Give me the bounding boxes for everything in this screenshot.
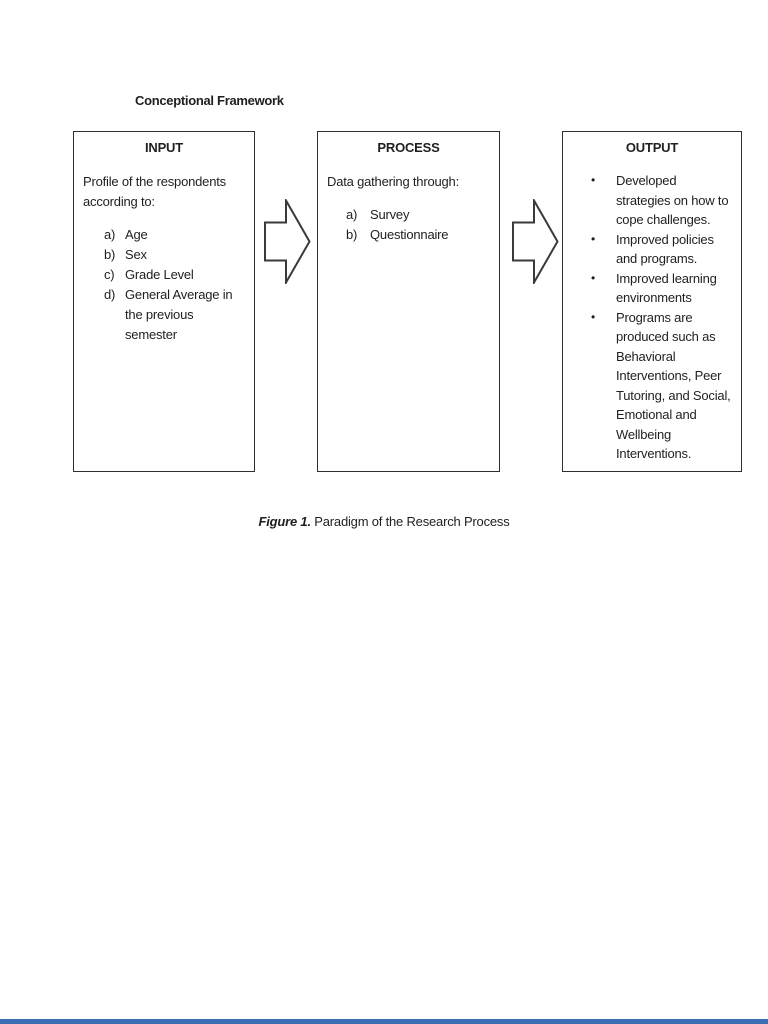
list-item: a) Survey — [326, 205, 491, 225]
figure-caption-label: Figure 1. — [258, 514, 312, 529]
bullet-item: • Developed strategies on how to cope ch… — [571, 171, 733, 230]
list-item: a) Age — [82, 225, 246, 245]
bullet-item-text: Programs are produced such as Behavioral… — [616, 309, 731, 462]
list-item-text: General Average in the previous semester — [125, 287, 233, 342]
input-box-intro: Profile of the respondents according to: — [83, 174, 226, 209]
process-box-title: PROCESS — [377, 140, 440, 155]
list-item-text: Age — [125, 227, 148, 242]
flow-arrow-icon — [512, 199, 559, 284]
bottom-accent-bar — [0, 1019, 768, 1024]
input-box-list: a) Age b) Sex c) Grade Level d) General … — [82, 225, 246, 345]
page-title: Conceptional Framework — [135, 93, 284, 108]
output-box: OUTPUT • Developed strategies on how to … — [562, 131, 742, 472]
figure-caption-text: Paradigm of the Research Process — [310, 514, 510, 529]
list-marker: a) — [104, 227, 116, 242]
list-item-text: Survey — [370, 207, 410, 222]
bullet-marker: • — [591, 270, 596, 285]
list-item: d) General Average in the previous semes… — [82, 285, 246, 345]
list-marker: b) — [346, 227, 358, 242]
bullet-marker: • — [591, 173, 596, 187]
output-box-list: • Developed strategies on how to cope ch… — [571, 171, 733, 464]
input-box: INPUT Profile of the respondents accordi… — [73, 131, 255, 472]
bullet-item: • Programs are produced such as Behavior… — [571, 308, 733, 464]
bullet-marker: • — [591, 309, 596, 324]
process-box: PROCESS Data gathering through: a) Surve… — [317, 131, 500, 472]
list-marker: b) — [104, 247, 116, 262]
output-box-title: OUTPUT — [625, 140, 679, 155]
input-box-title: INPUT — [144, 140, 183, 155]
list-item-text: Sex — [125, 247, 147, 262]
list-marker: a) — [346, 207, 358, 222]
list-marker: d) — [104, 287, 116, 302]
list-item: b) Questionnaire — [326, 225, 491, 245]
list-marker: c) — [104, 267, 115, 282]
flow-arrow-icon — [264, 199, 311, 284]
process-box-list: a) Survey b) Questionnaire — [326, 205, 491, 245]
list-item: b) Sex — [82, 245, 246, 265]
figure-caption: Figure 1. Paradigm of the Research Proce… — [0, 512, 768, 532]
bullet-item-text: Developed strategies on how to cope chal… — [616, 173, 729, 227]
list-item-text: Grade Level — [125, 267, 194, 282]
process-box-intro: Data gathering through: — [327, 174, 459, 189]
bullet-item-text: Improved learning environments — [616, 270, 717, 306]
list-item-text: Questionnaire — [370, 227, 449, 242]
bullet-marker: • — [591, 231, 596, 246]
bullet-item-text: Improved policies and programs. — [616, 231, 714, 267]
bullet-item: • Improved learning environments — [571, 269, 733, 308]
bullet-item: • Improved policies and programs. — [571, 230, 733, 269]
list-item: c) Grade Level — [82, 265, 246, 285]
